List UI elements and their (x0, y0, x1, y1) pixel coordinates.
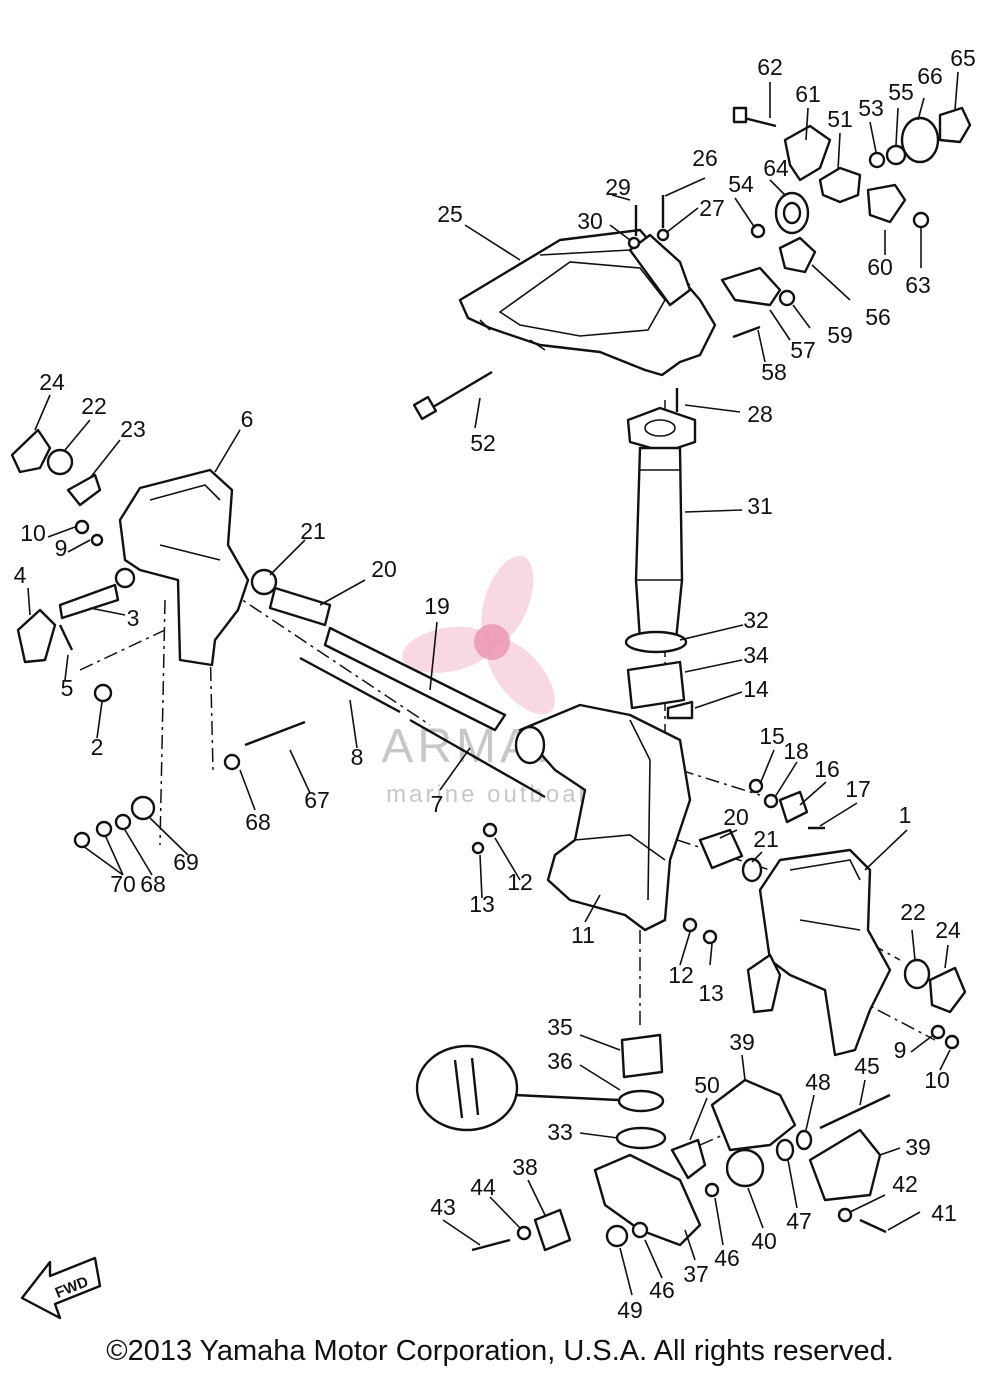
callout-42: 42 (892, 1171, 918, 1197)
callout-27: 27 (699, 195, 725, 221)
callout-9b: 9 (894, 1037, 907, 1063)
callout-12b: 12 (668, 962, 694, 988)
lower-assembly (415, 1033, 891, 1252)
callout-24a: 24 (39, 369, 65, 395)
callout-10b: 10 (924, 1067, 950, 1093)
callout-24b: 24 (935, 917, 961, 943)
callout-3: 3 (127, 605, 140, 631)
callout-1: 1 (899, 802, 912, 828)
callout-46b: 46 (649, 1277, 675, 1303)
callout-67: 67 (304, 787, 330, 813)
steering-bracket-25 (458, 228, 717, 377)
callout-45: 45 (854, 1053, 880, 1079)
callout-10a: 10 (20, 520, 46, 546)
callout-4: 4 (14, 562, 27, 588)
callout-13b: 13 (698, 980, 724, 1006)
callout-62: 62 (757, 54, 783, 80)
shafts-and-tubes (73, 568, 546, 849)
clamp-bracket-1 (746, 848, 967, 1057)
callout-40: 40 (751, 1228, 777, 1254)
swivel-shaft-31 (624, 388, 697, 720)
callout-5: 5 (61, 675, 74, 701)
callout-14: 14 (743, 676, 769, 702)
callout-26: 26 (692, 145, 718, 171)
callout-25: 25 (437, 201, 463, 227)
watermark-tagline: marine outboard (386, 781, 606, 808)
callout-54: 54 (728, 171, 754, 197)
callout-53: 53 (858, 95, 884, 121)
callout-63: 63 (905, 272, 931, 298)
callout-57: 57 (790, 337, 816, 363)
propeller-icon (402, 555, 555, 715)
callout-labels: 6261656655535126296454273025606356595758… (14, 45, 976, 1323)
callout-12a: 12 (507, 869, 533, 895)
callout-60: 60 (867, 254, 893, 280)
callout-36: 36 (547, 1048, 573, 1074)
callout-6: 6 (241, 406, 254, 432)
swivel-fittings-right (471, 778, 825, 945)
callout-18: 18 (783, 738, 809, 764)
callout-2: 2 (91, 734, 104, 760)
callout-7: 7 (431, 791, 444, 817)
bolt-52 (412, 370, 493, 421)
callout-21a: 21 (300, 518, 326, 544)
callout-22a: 22 (81, 393, 107, 419)
callout-46a: 46 (714, 1245, 740, 1271)
swivel-bracket-11 (514, 703, 692, 932)
callout-33: 33 (547, 1119, 573, 1145)
callout-11: 11 (571, 922, 595, 948)
callout-68b: 68 (140, 871, 166, 897)
fwd-arrow-icon: FWD (20, 1256, 102, 1320)
callout-69: 69 (173, 849, 199, 875)
callout-9a: 9 (55, 535, 68, 561)
callout-61: 61 (795, 81, 821, 107)
callout-19: 19 (424, 593, 450, 619)
callout-17: 17 (845, 776, 871, 802)
callout-68a: 68 (245, 809, 271, 835)
callout-37: 37 (683, 1261, 709, 1287)
callout-20a: 20 (371, 556, 397, 582)
callout-13a: 13 (469, 891, 495, 917)
callout-51: 51 (827, 106, 853, 132)
callout-34: 34 (743, 642, 769, 668)
callout-16: 16 (814, 756, 840, 782)
callout-21b: 21 (753, 826, 779, 852)
callout-35: 35 (547, 1014, 573, 1040)
callout-65: 65 (950, 45, 976, 71)
callout-30: 30 (577, 208, 603, 234)
callout-39b: 39 (905, 1134, 931, 1160)
callout-15: 15 (759, 723, 785, 749)
copyright-notice: ©2013 Yamaha Motor Corporation, U.S.A. A… (106, 1335, 894, 1367)
callout-58: 58 (761, 359, 787, 385)
callout-43: 43 (430, 1194, 456, 1220)
callout-22b: 22 (900, 899, 926, 925)
callout-55: 55 (888, 79, 914, 105)
callout-41: 41 (931, 1200, 957, 1226)
callout-38: 38 (512, 1154, 538, 1180)
callout-32: 32 (743, 607, 769, 633)
callout-66: 66 (917, 63, 943, 89)
callout-39a: 39 (729, 1029, 755, 1055)
callout-31: 31 (747, 493, 773, 519)
callout-28: 28 (747, 401, 773, 427)
callout-52: 52 (470, 430, 496, 456)
callout-47: 47 (786, 1208, 812, 1234)
callout-64: 64 (763, 155, 789, 181)
leader-lines (27, 71, 959, 1296)
callout-29: 29 (605, 174, 631, 200)
callout-59: 59 (827, 322, 853, 348)
callout-70: 70 (110, 871, 136, 897)
callout-8: 8 (351, 744, 364, 770)
callout-49: 49 (617, 1297, 643, 1323)
callout-50: 50 (694, 1072, 720, 1098)
callout-23: 23 (120, 416, 146, 442)
steering-fittings-upper-right (627, 106, 972, 339)
clamp-bracket-6 (10, 428, 250, 703)
callout-44: 44 (470, 1174, 496, 1200)
callout-56: 56 (865, 304, 891, 330)
callout-48: 48 (805, 1069, 831, 1095)
callout-20b: 20 (723, 804, 749, 830)
